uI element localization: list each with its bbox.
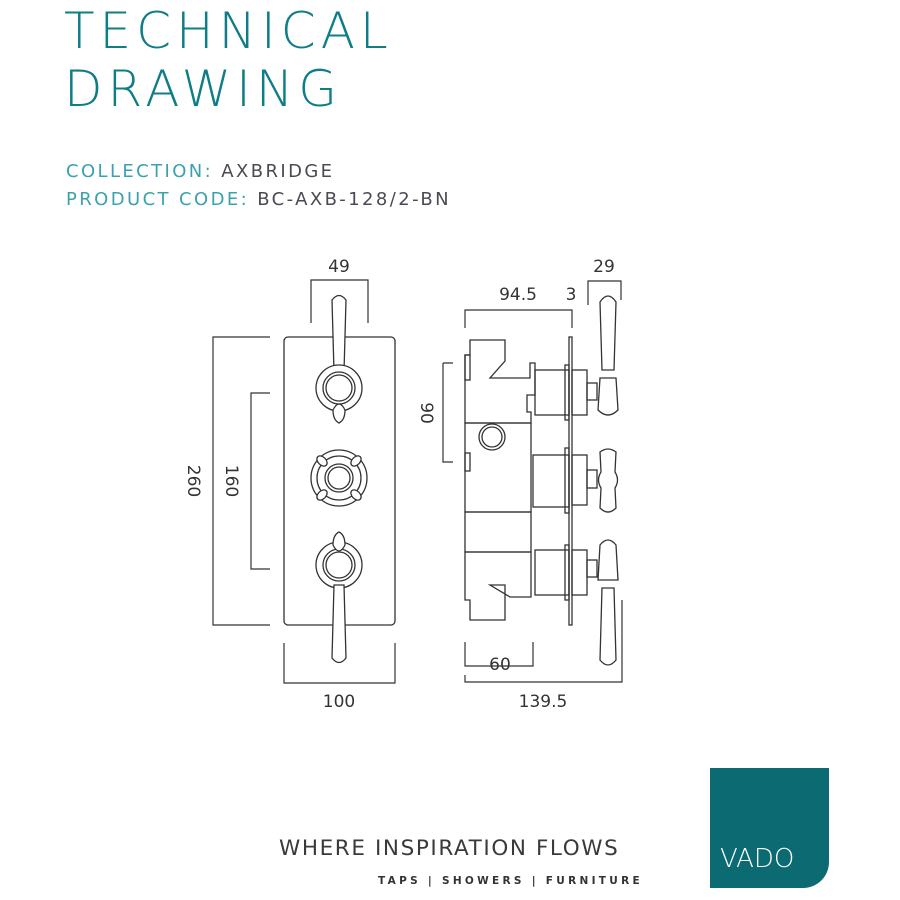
collection-value: AXBRIDGE	[221, 161, 335, 182]
middle-cross-handle	[310, 449, 368, 507]
dim-3: 3	[566, 285, 577, 305]
dim-160: 160	[221, 465, 241, 497]
side-dimensions	[442, 280, 623, 683]
bottom-lever	[331, 584, 347, 664]
product-code-line: PRODUCT CODE: BC-AXB-128/2-BN	[66, 191, 451, 209]
dim-260: 260	[183, 465, 203, 497]
dim-100: 100	[323, 692, 355, 712]
top-valve-side	[534, 295, 619, 421]
front-view	[283, 294, 396, 664]
product-code-label: PRODUCT CODE:	[66, 189, 250, 210]
dim-29: 29	[593, 257, 615, 277]
dim-139-5: 139.5	[519, 692, 568, 712]
front-dimensions	[212, 279, 396, 684]
tagline: WHERE INSPIRATION FLOWS	[279, 836, 620, 861]
dim-94-5: 94.5	[499, 285, 537, 305]
valve-body-top	[464, 339, 536, 424]
bottom-valve-side	[534, 539, 619, 666]
middle-valve-side	[532, 447, 619, 514]
category-line: TAPS | SHOWERS | FURNITURE	[378, 875, 643, 887]
top-lever	[331, 294, 347, 373]
collection-label: COLLECTION:	[66, 161, 214, 182]
collection-line: COLLECTION: AXBRIDGE	[66, 163, 334, 181]
dim-60: 60	[489, 655, 511, 675]
side-view	[464, 295, 619, 666]
vado-logo: VADO	[710, 768, 829, 888]
product-code-value: BC-AXB-128/2-BN	[257, 189, 451, 210]
logo-text: VADO	[720, 844, 795, 874]
dim-49: 49	[328, 257, 350, 277]
page-title-line2: DRAWING	[64, 60, 343, 118]
page-title-line1: TECHNICAL	[64, 2, 393, 60]
dim-90: 90	[416, 402, 436, 424]
